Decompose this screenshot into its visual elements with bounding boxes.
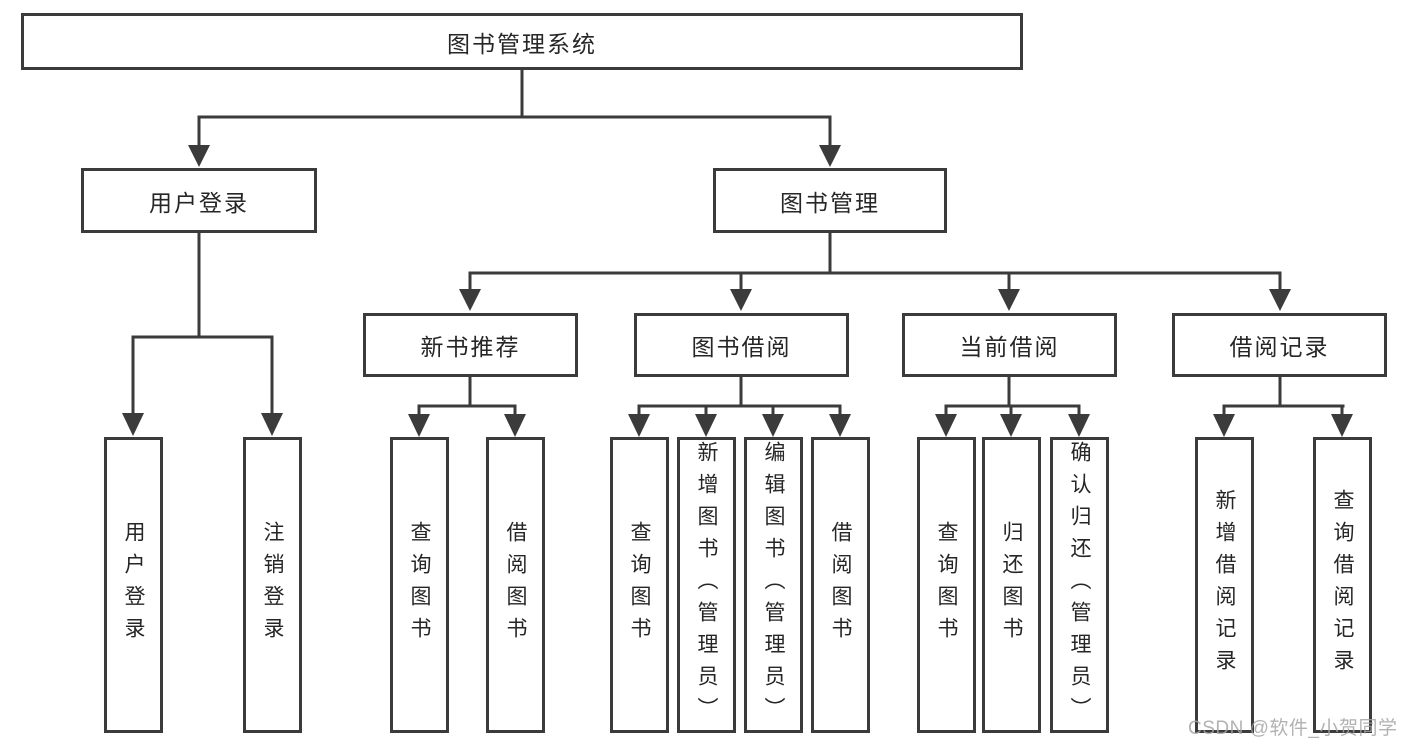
- leaf-return-books: 归还图书: [982, 437, 1041, 733]
- leaf-logout: 注销登录: [243, 437, 302, 733]
- node-library-system: 图书管理系统: [21, 13, 1023, 70]
- node-current-borrowing: 当前借阅: [902, 313, 1117, 377]
- node-user-login: 用户登录: [81, 168, 317, 233]
- connector-records-children: [1213, 377, 1353, 437]
- leaf-add-books-admin: 新增图书（管理员）: [677, 437, 736, 733]
- connector-user-login-children: [122, 233, 283, 436]
- leaf-query-books-3: 查询图书: [917, 437, 976, 733]
- leaf-query-books-2: 查询图书: [610, 437, 669, 733]
- leaf-query-borrow-record: 查询借阅记录: [1313, 437, 1372, 733]
- leaf-edit-books-admin: 编辑图书（管理员）: [744, 437, 803, 733]
- node-borrowing-records: 借阅记录: [1172, 313, 1387, 377]
- node-book-management: 图书管理: [713, 168, 947, 233]
- leaf-query-books-1: 查询图书: [390, 437, 449, 733]
- connector-book-mgmt-to-level3: [459, 233, 1291, 311]
- connector-borrowing-children: [628, 377, 851, 437]
- connector-new-book-children: [408, 377, 526, 437]
- node-book-borrowing: 图书借阅: [634, 313, 849, 377]
- connector-current-children: [935, 377, 1090, 437]
- leaf-confirm-return-admin: 确认归还（管理员）: [1050, 437, 1109, 733]
- leaf-borrow-books-1: 借阅图书: [486, 437, 545, 733]
- csdn-watermark: CSDN @软件_小贺同学: [1188, 718, 1398, 739]
- node-new-book-recommend: 新书推荐: [363, 313, 578, 377]
- leaf-borrow-books-2: 借阅图书: [811, 437, 870, 733]
- leaf-add-borrow-record: 新增借阅记录: [1195, 437, 1254, 733]
- connector-root-to-level2: [188, 69, 841, 167]
- leaf-user-login: 用户登录: [104, 437, 163, 733]
